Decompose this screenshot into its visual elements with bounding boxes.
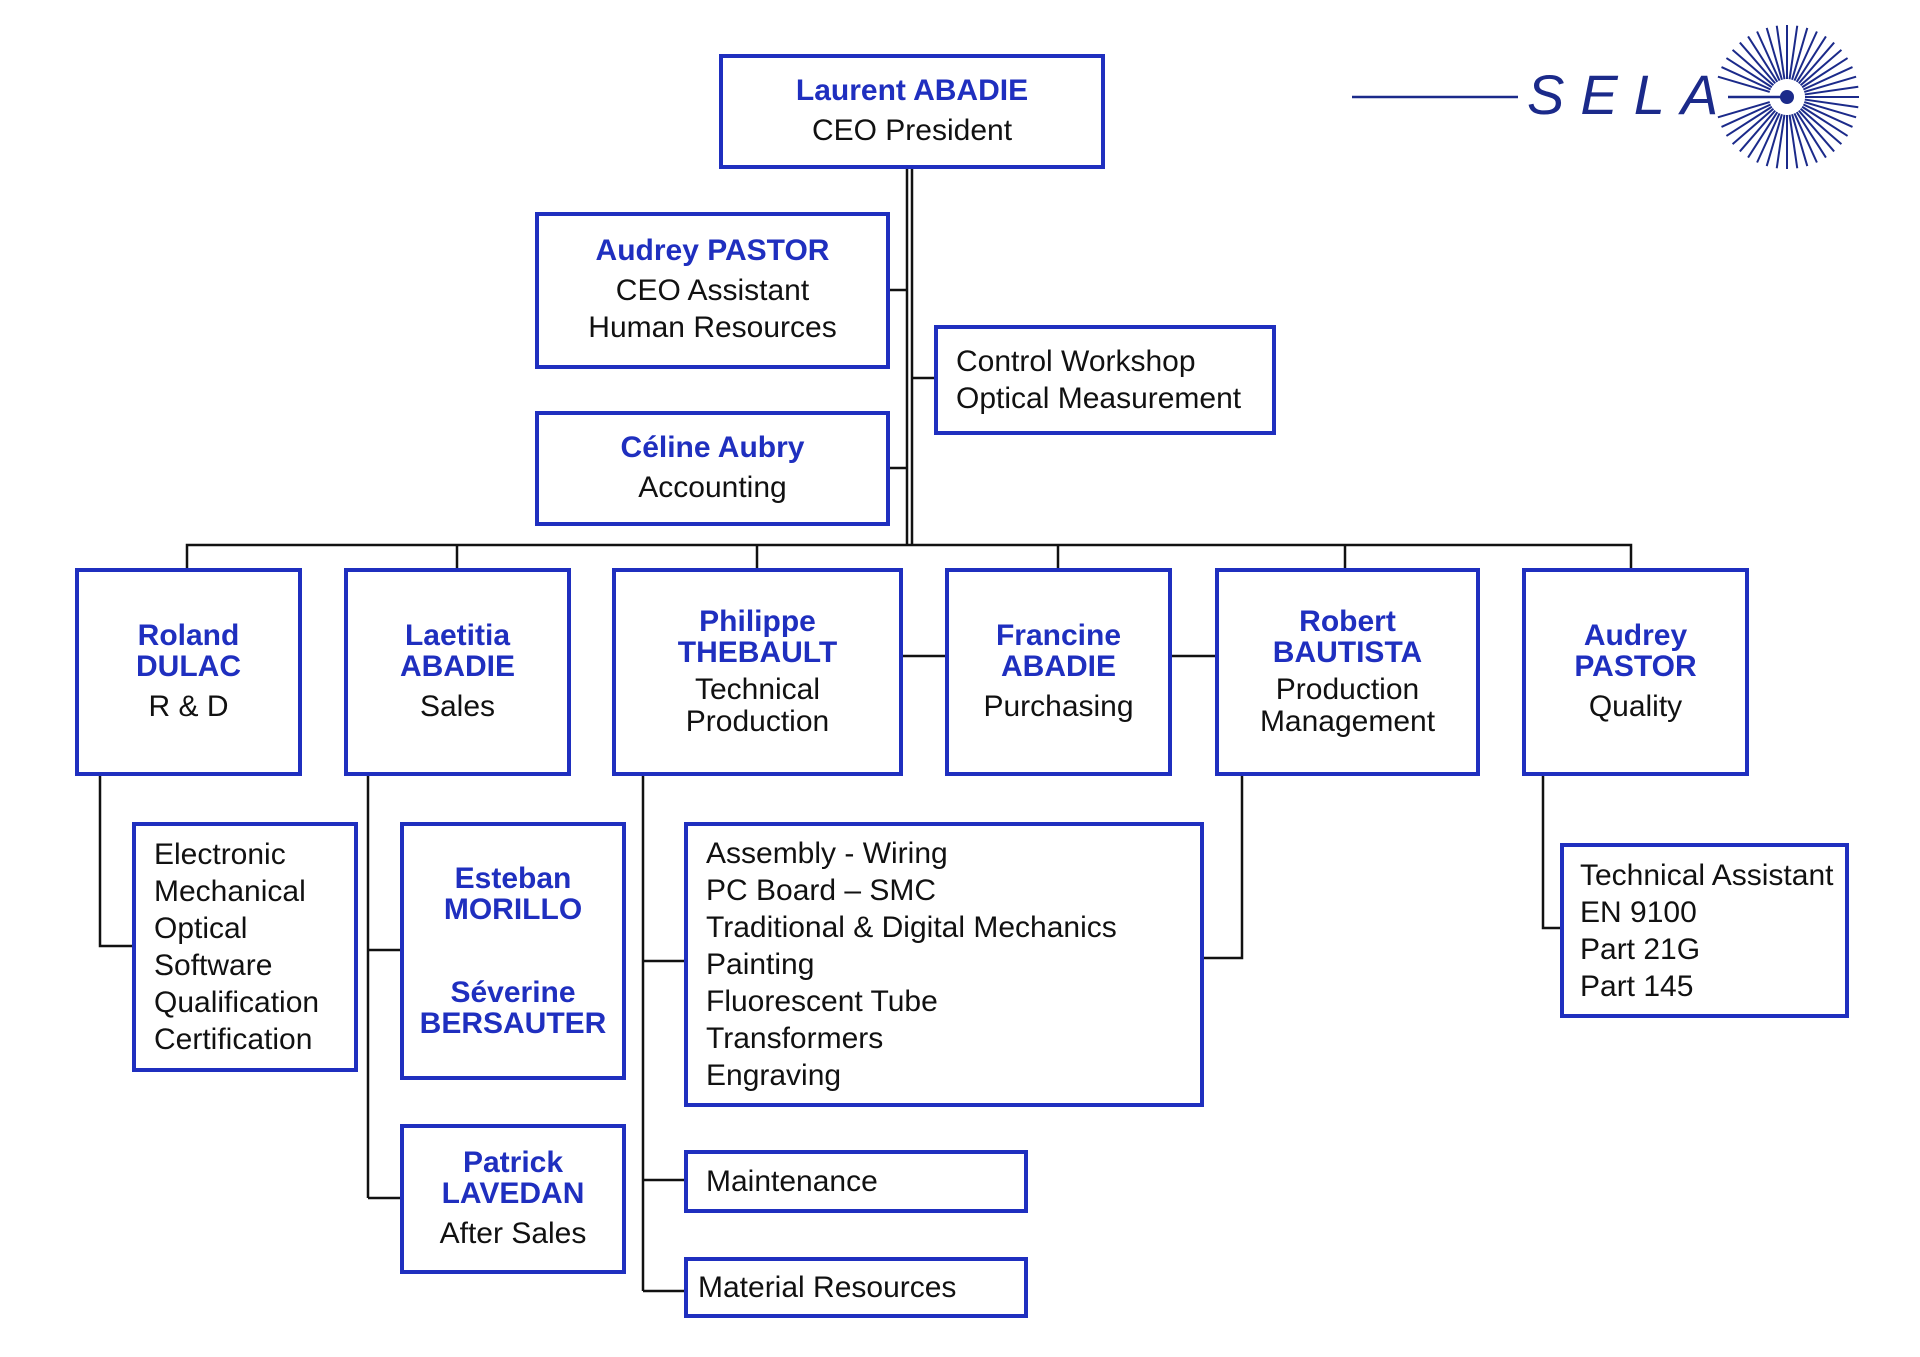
rd-list-item: Qualification — [154, 986, 320, 1019]
control-line2: Optical Measurement — [956, 382, 1242, 415]
sales-team-box: Esteban MORILLO Séverine BERSAUTER — [400, 822, 626, 1080]
production-list-item: PC Board – SMC — [706, 874, 937, 907]
logo-text: SELA — [1527, 63, 1735, 126]
technical-role-line1: Technical — [694, 673, 821, 706]
assistant-name: Audrey PASTOR — [595, 234, 830, 267]
assistant-role-line1: CEO Assistant — [615, 274, 810, 307]
sales-person1-line1: Esteban — [454, 862, 572, 895]
purchasing-box: Francine ABADIE Purchasing — [945, 568, 1172, 776]
production-role-line2: Management — [1259, 705, 1436, 738]
control-line1: Control Workshop — [956, 345, 1196, 378]
assistant-box: Audrey PASTOR CEO Assistant Human Resour… — [535, 212, 890, 369]
technical-box: Philippe THEBAULT Technical Production — [612, 568, 903, 776]
production-list-box: Assembly - Wiring PC Board – SMC Traditi… — [684, 822, 1204, 1107]
quality-name-line1: Audrey — [1583, 618, 1688, 652]
accounting-role: Accounting — [638, 470, 787, 504]
production-list-item: Transformers — [706, 1022, 884, 1055]
after-sales-name-line1: Patrick — [462, 1145, 564, 1179]
sales-person2-line1: Séverine — [450, 976, 576, 1009]
accounting-name: Céline Aubry — [620, 430, 805, 464]
purchasing-name-line2: ABADIE — [1000, 649, 1116, 683]
quality-list-item: Technical Assistant — [1580, 858, 1834, 892]
production-list-item: Assembly - Wiring — [706, 837, 948, 870]
material-resources-box: Material Resources — [684, 1257, 1028, 1318]
ceo-name: Laurent ABADIE — [795, 73, 1029, 107]
maintenance-label: Maintenance — [706, 1165, 878, 1198]
production-list-item: Painting — [706, 948, 815, 981]
technical-name-line1: Philippe — [699, 605, 816, 638]
rd-list-item: Optical — [154, 912, 248, 945]
technical-role-line2: Production — [685, 705, 830, 738]
quality-role: Quality — [1588, 689, 1683, 723]
production-box: Robert BAUTISTA Production Management — [1215, 568, 1480, 776]
ceo-role: CEO President — [811, 113, 1013, 147]
after-sales-name-line2: LAVEDAN — [441, 1176, 585, 1210]
quality-list-item: EN 9100 — [1580, 895, 1697, 929]
material-resources-label: Material Resources — [698, 1271, 957, 1304]
production-name-line1: Robert — [1299, 605, 1396, 638]
production-name-line2: BAUTISTA — [1272, 636, 1423, 669]
rd-list-item: Certification — [154, 1023, 313, 1056]
after-sales-role: After Sales — [439, 1216, 587, 1250]
control-workshop-box: Control Workshop Optical Measurement — [934, 325, 1276, 435]
rd-list-item: Mechanical — [154, 875, 306, 908]
sales-name-line1: Laetitia — [404, 618, 511, 652]
ceo-box: Laurent ABADIE CEO President — [719, 54, 1105, 169]
rd-role: R & D — [148, 689, 229, 723]
rd-list-item: Software — [154, 949, 273, 982]
quality-box: Audrey PASTOR Quality — [1522, 568, 1749, 776]
sales-name-line2: ABADIE — [399, 649, 515, 683]
assistant-role-line2: Human Resources — [588, 311, 837, 344]
quality-list-box: Technical Assistant EN 9100 Part 21G Par… — [1560, 843, 1849, 1018]
production-list-item: Fluorescent Tube — [706, 985, 938, 1018]
accounting-box: Céline Aubry Accounting — [535, 411, 890, 526]
technical-name-line2: THEBAULT — [677, 636, 838, 669]
sales-box: Laetitia ABADIE Sales — [344, 568, 571, 776]
quality-list-item: Part 21G — [1580, 932, 1701, 966]
production-role-line1: Production — [1275, 673, 1420, 706]
sunburst-logo-icon — [1352, 25, 1859, 169]
sales-person2-line2: BERSAUTER — [419, 1007, 607, 1040]
sales-person1-line2: MORILLO — [443, 893, 583, 926]
purchasing-name-line1: Francine — [995, 618, 1122, 652]
production-list-item: Engraving — [706, 1059, 842, 1092]
maintenance-box: Maintenance — [684, 1150, 1028, 1213]
rd-name-line2: DULAC — [136, 649, 241, 683]
rd-list-box: Electronic Mechanical Optical Software Q… — [132, 822, 358, 1072]
sales-role: Sales — [419, 689, 496, 723]
after-sales-box: Patrick LAVEDAN After Sales — [400, 1124, 626, 1274]
rd-box: Roland DULAC R & D — [75, 568, 302, 776]
purchasing-role: Purchasing — [983, 689, 1134, 723]
quality-list-item: Part 145 — [1580, 969, 1694, 1003]
quality-name-line2: PASTOR — [1574, 649, 1697, 683]
rd-name-line1: Roland — [137, 618, 240, 652]
production-list-item: Traditional & Digital Mechanics — [706, 911, 1117, 944]
rd-list-item: Electronic — [154, 838, 286, 871]
